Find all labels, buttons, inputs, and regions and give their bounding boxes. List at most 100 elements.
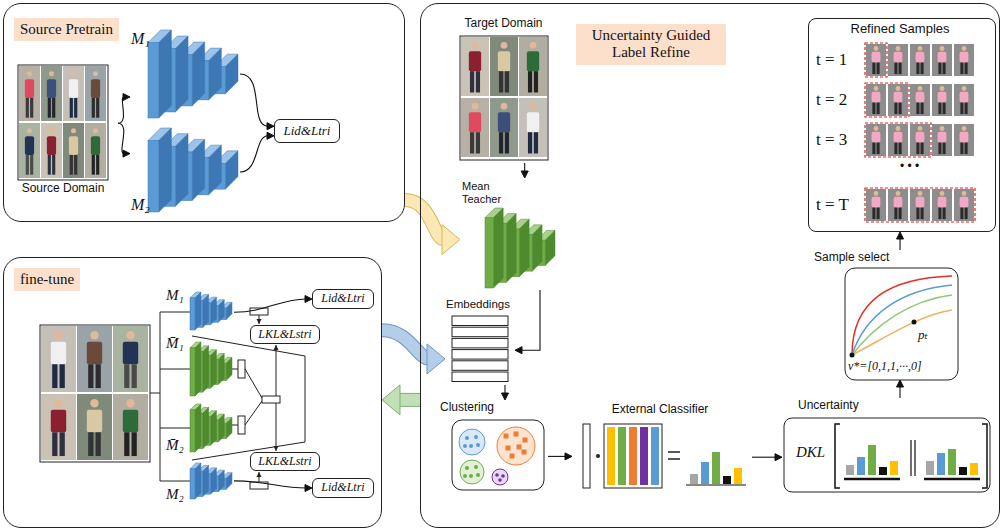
histogram-bar bbox=[959, 467, 967, 475]
node-label: M₁ bbox=[131, 30, 150, 48]
node-label: Mean Teacher bbox=[462, 180, 510, 205]
leg bbox=[74, 98, 77, 118]
leg bbox=[916, 103, 919, 115]
embedding-row bbox=[452, 338, 508, 348]
connector-line bbox=[752, 457, 776, 458]
arrow-body bbox=[382, 330, 430, 359]
histogram-bar bbox=[723, 476, 731, 484]
layer-side bbox=[226, 302, 232, 319]
leg bbox=[476, 132, 480, 153]
photo-ground bbox=[954, 44, 974, 76]
network-block: M₁ bbox=[130, 28, 240, 120]
cluster-point bbox=[469, 444, 473, 448]
histogram-bar bbox=[937, 453, 945, 475]
start-point bbox=[850, 353, 855, 358]
node-label: Source Domain bbox=[12, 182, 114, 196]
leg bbox=[872, 208, 875, 220]
leg bbox=[96, 155, 99, 175]
leg bbox=[916, 63, 919, 75]
layer-side bbox=[506, 214, 516, 283]
torso bbox=[498, 51, 510, 71]
arrow-head bbox=[305, 485, 312, 492]
head bbox=[918, 86, 923, 91]
leg bbox=[938, 208, 941, 220]
connector bbox=[234, 481, 312, 492]
embeddings-stack: Embeddings bbox=[445, 298, 515, 385]
photo-ground bbox=[910, 189, 930, 221]
head bbox=[896, 191, 901, 196]
classifier-column bbox=[607, 427, 615, 485]
head bbox=[962, 86, 967, 91]
layer-front bbox=[485, 218, 493, 288]
head bbox=[940, 46, 945, 51]
curve-point bbox=[912, 320, 917, 325]
node-label: Lid&Ltri bbox=[321, 292, 364, 306]
leg bbox=[74, 155, 77, 175]
layer-side bbox=[225, 151, 238, 189]
person-photo bbox=[866, 189, 886, 221]
head bbox=[54, 331, 62, 339]
cluster bbox=[460, 460, 484, 484]
arrow-body bbox=[405, 200, 445, 240]
photo-ground bbox=[77, 326, 112, 392]
feature-vector bbox=[583, 424, 590, 488]
refine-panel: Uncertainty Guided Label RefineTarget Do… bbox=[420, 3, 1000, 528]
feature-vector bbox=[238, 416, 245, 434]
photo-ground bbox=[519, 98, 547, 157]
photo-ground bbox=[85, 123, 106, 178]
torso bbox=[894, 92, 903, 103]
person-photo bbox=[85, 66, 106, 121]
leg bbox=[943, 63, 946, 75]
photo-ground bbox=[19, 66, 40, 121]
selection-curve bbox=[852, 310, 952, 355]
leg bbox=[528, 132, 532, 153]
leg bbox=[92, 98, 95, 118]
embedding-row bbox=[452, 316, 508, 326]
node-text: t = T bbox=[816, 195, 849, 215]
flow-line bbox=[276, 403, 277, 451]
photo-ground bbox=[888, 189, 908, 221]
cluster-point bbox=[522, 450, 527, 455]
parallel-bar bbox=[910, 440, 911, 476]
arrow-head bbox=[427, 344, 445, 374]
torso bbox=[469, 51, 481, 71]
photo-ground bbox=[910, 44, 930, 76]
person-photo bbox=[113, 326, 148, 392]
head bbox=[501, 42, 508, 49]
layer-side bbox=[209, 145, 222, 195]
person-photo bbox=[910, 124, 930, 156]
head bbox=[54, 399, 62, 407]
connector bbox=[897, 380, 904, 398]
leg bbox=[894, 103, 897, 115]
leg bbox=[60, 364, 65, 388]
selection-curve bbox=[852, 295, 952, 355]
leg bbox=[132, 432, 137, 456]
histogram-bar bbox=[734, 468, 742, 484]
head bbox=[90, 331, 98, 339]
flow-arrow bbox=[382, 385, 420, 415]
torso bbox=[123, 410, 138, 432]
leg bbox=[899, 103, 902, 115]
node-label: Refined Samples bbox=[808, 22, 992, 37]
leg bbox=[943, 208, 946, 220]
person-photo bbox=[461, 98, 489, 157]
torso bbox=[960, 52, 969, 63]
layer-side bbox=[203, 407, 209, 448]
photo-ground bbox=[866, 44, 886, 76]
torso bbox=[960, 92, 969, 103]
cluster-point bbox=[523, 438, 528, 443]
head bbox=[71, 71, 76, 76]
network-block: M₂ bbox=[130, 126, 240, 218]
torso bbox=[872, 197, 881, 208]
leg bbox=[499, 132, 503, 153]
network-block: M₁ bbox=[164, 288, 234, 332]
leg bbox=[872, 143, 875, 155]
person-photo bbox=[41, 66, 62, 121]
connector-line bbox=[548, 456, 566, 457]
head bbox=[472, 42, 479, 49]
leg bbox=[943, 143, 946, 155]
leg bbox=[30, 98, 33, 118]
node-label: M₁ bbox=[166, 287, 184, 304]
arrow-body bbox=[397, 394, 420, 406]
person-photo bbox=[866, 84, 886, 116]
